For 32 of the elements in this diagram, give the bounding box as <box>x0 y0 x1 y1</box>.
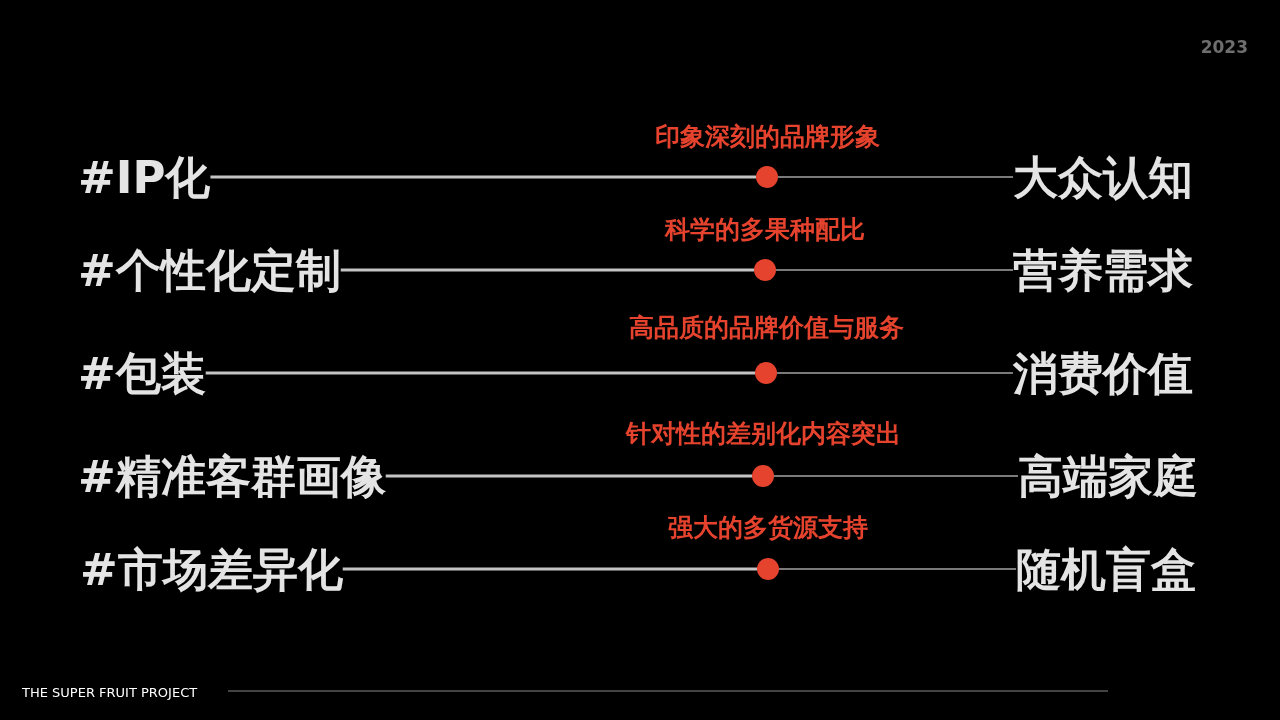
target-label: 营养需求 <box>1013 247 1193 293</box>
connector-line <box>205 371 755 375</box>
dot-caption: 强大的多货源支持 <box>668 514 868 540</box>
dot-caption: 高品质的品牌价值与服务 <box>628 314 904 340</box>
marker-dot <box>757 558 779 580</box>
connector-line <box>775 269 1014 271</box>
connector-line <box>340 268 754 272</box>
tag-label: #包装 <box>78 350 206 396</box>
connector-line <box>773 475 1019 477</box>
year-label: 2023 <box>1200 38 1248 56</box>
connector-line <box>777 176 1014 178</box>
marker-dot <box>755 362 777 384</box>
dot-caption: 科学的多果种配比 <box>665 216 865 242</box>
marker-dot <box>752 465 774 487</box>
marker-dot <box>756 166 778 188</box>
footer-title: THE SUPER FRUIT PROJECT <box>22 685 198 699</box>
target-label: 消费价值 <box>1013 350 1193 396</box>
target-label: 随机盲盒 <box>1016 546 1196 592</box>
tag-label: #个性化定制 <box>78 247 341 293</box>
tag-label: #市场差异化 <box>80 546 343 592</box>
tag-label: #精准客群画像 <box>78 453 386 499</box>
target-label: 大众认知 <box>1013 154 1193 200</box>
dot-caption: 印象深刻的品牌形象 <box>654 123 880 149</box>
connector-line <box>776 372 1014 374</box>
connector-line <box>210 175 756 179</box>
connector-line <box>342 567 757 571</box>
target-label: 高端家庭 <box>1018 453 1198 499</box>
connector-line <box>778 568 1017 570</box>
marker-dot <box>754 259 776 281</box>
dot-caption: 针对性的差别化内容突出 <box>625 420 901 446</box>
connector-line <box>385 474 752 478</box>
tag-label: #IP化 <box>78 154 211 200</box>
